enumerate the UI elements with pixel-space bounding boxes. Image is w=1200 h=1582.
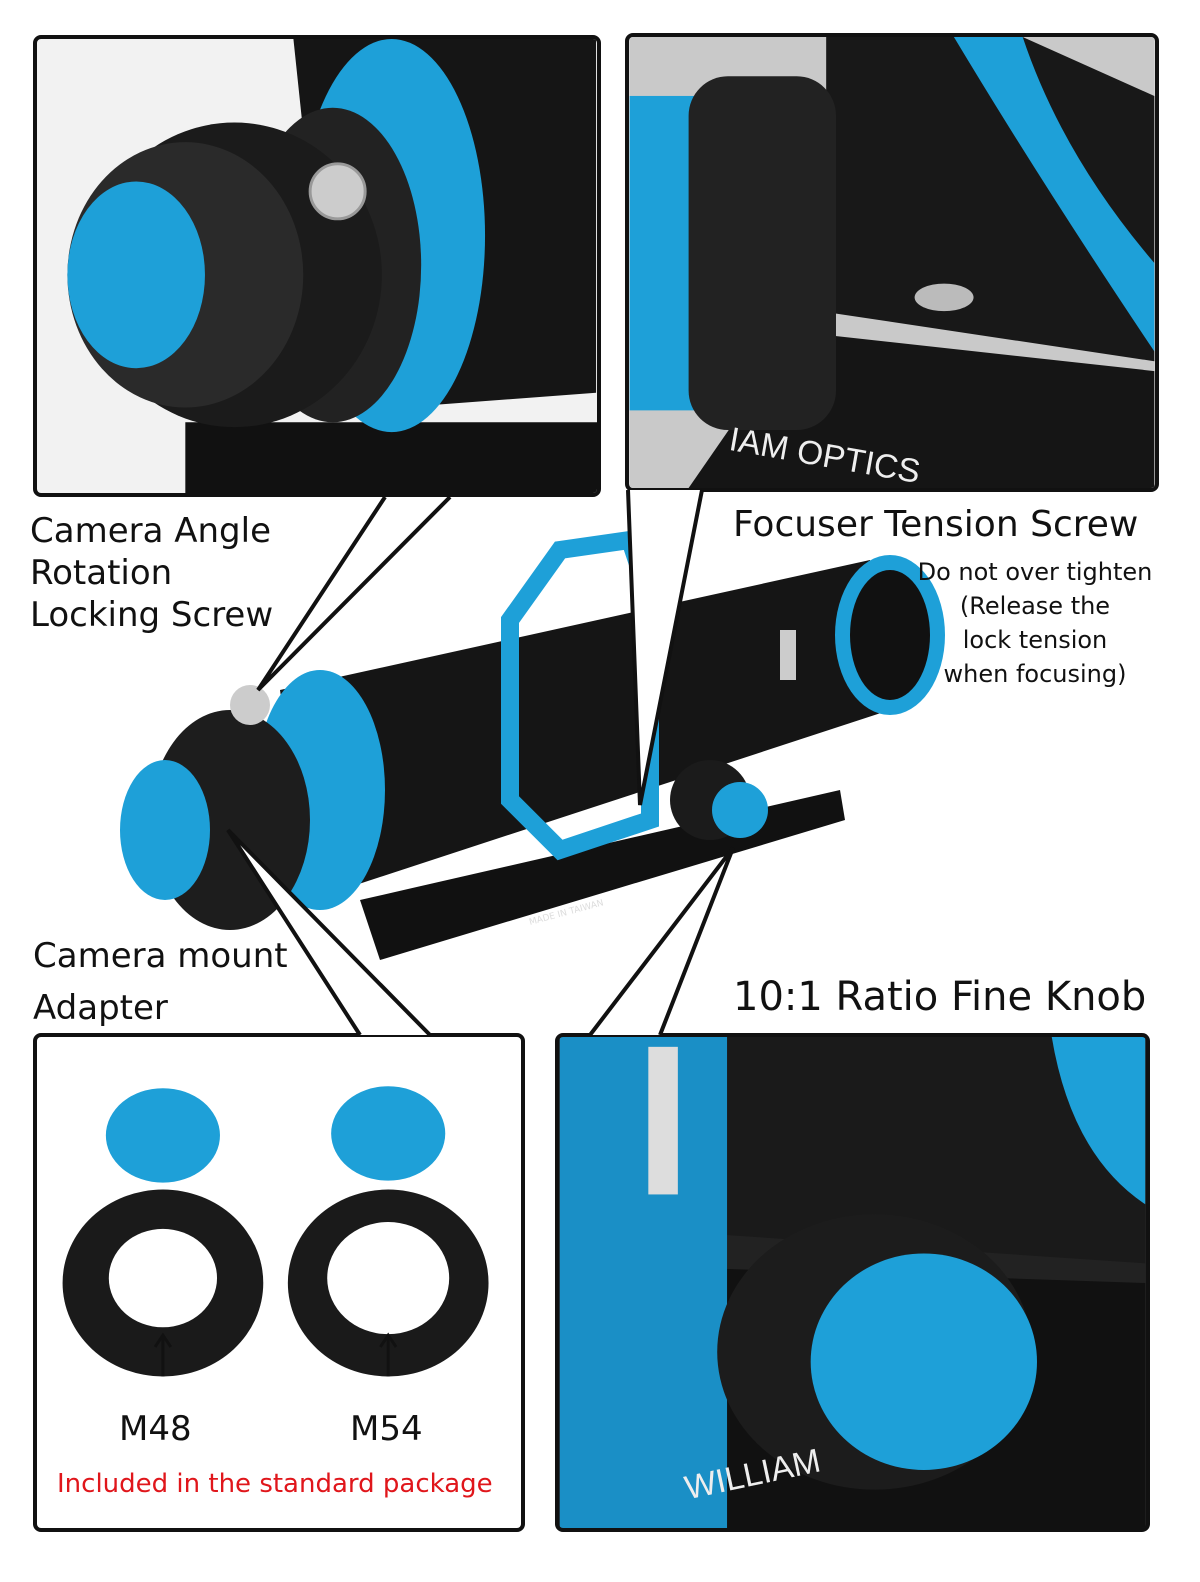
focuser-closeup-image: IAM OPTICS (629, 37, 1155, 488)
tension-screw-rod (648, 1046, 678, 1195)
label-m48: M48 (119, 1409, 192, 1449)
arrow-m48 (153, 1332, 173, 1377)
fine-knob-closeup-image: WILLIAM (559, 1037, 1146, 1528)
panel-adapters: M48 M54 Included in the standard package (33, 1033, 525, 1532)
label-rotation-lock: Camera Angle Rotation Locking Screw (30, 511, 274, 635)
tension-screw (914, 283, 974, 312)
label-m54: M54 (350, 1409, 423, 1449)
focuser-knob-blue (629, 95, 699, 411)
focuser-gear (688, 76, 836, 431)
locking-screw (308, 162, 367, 221)
panel-rotation-lock-closeup (33, 35, 601, 497)
dovetail-plate (185, 422, 597, 493)
locking-screw (230, 685, 270, 725)
label-focuser-tension: Focuser Tension Screw (733, 504, 1139, 545)
label-focuser-note: Do not over tighten (Release the lock te… (917, 558, 1153, 688)
package-note: Included in the standard package (57, 1469, 493, 1499)
cap-m54 (331, 1086, 446, 1181)
rotator-closeup-image (67, 39, 597, 493)
cap-m48 (105, 1088, 220, 1183)
arrow-m54 (379, 1332, 398, 1377)
panel-fine-knob-closeup: WILLIAM (555, 1033, 1150, 1532)
fine-knob (810, 1253, 1037, 1470)
label-camera-adapter: Camera mount Adapter (33, 936, 288, 1028)
tube-ring-blue (559, 1037, 728, 1528)
fine-knob (712, 782, 768, 838)
tension-screw (780, 630, 796, 680)
label-fine-knob: 10:1 Ratio Fine Knob (733, 974, 1147, 1020)
lens-cap (67, 181, 205, 369)
panel-focuser-tension-closeup: IAM OPTICS (625, 33, 1159, 492)
adapters-image (62, 1086, 489, 1377)
lens-cap (120, 760, 210, 900)
telescope-tube (280, 560, 890, 900)
